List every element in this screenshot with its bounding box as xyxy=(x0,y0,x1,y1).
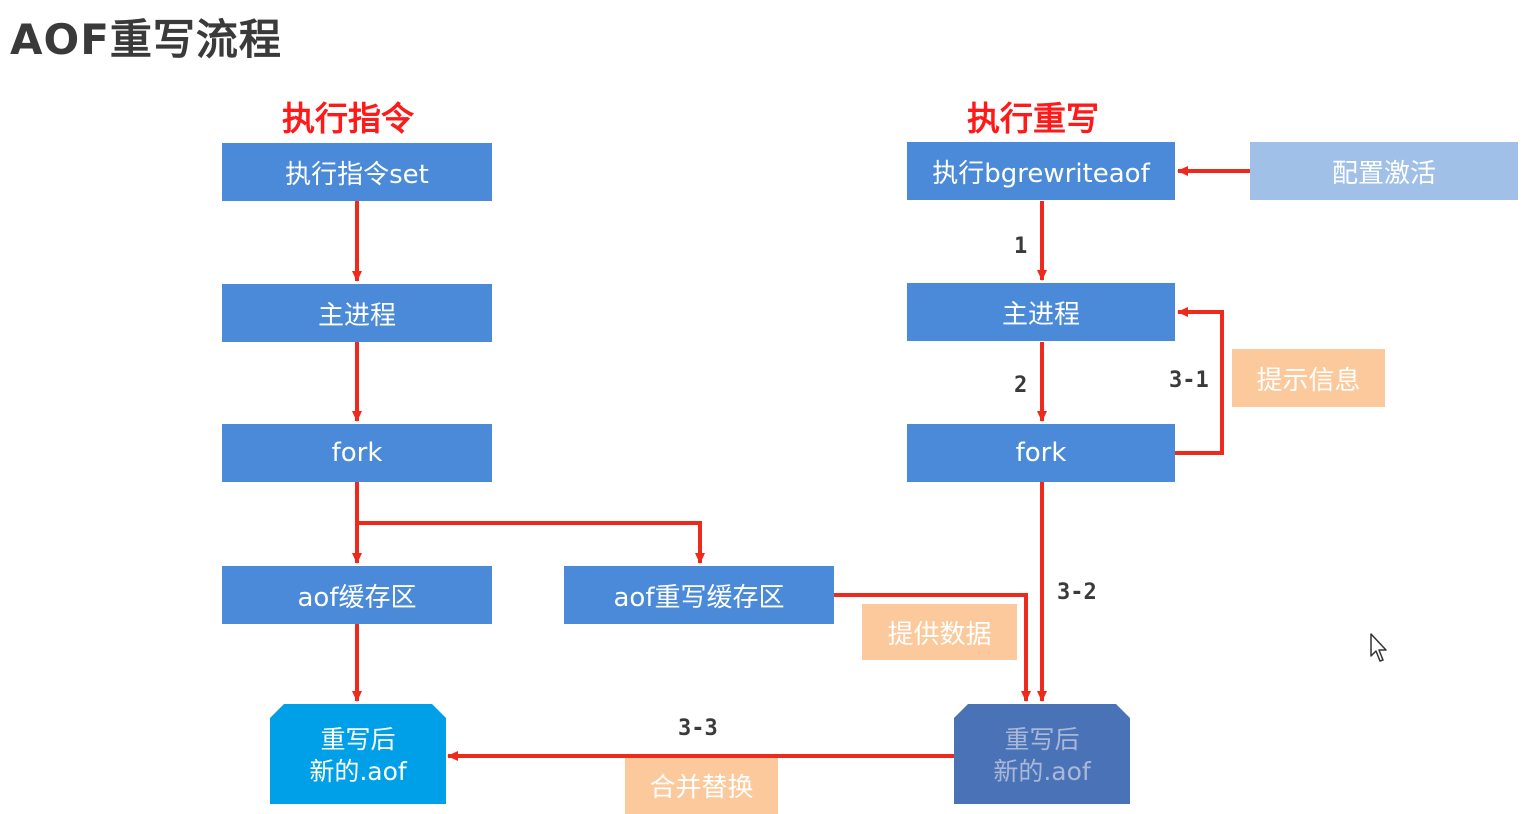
step-label-2: 2 xyxy=(1014,373,1028,398)
step-label-3-2: 3-2 xyxy=(1057,580,1097,605)
prompt-info-note: 提示信息 xyxy=(1232,349,1385,407)
mouse-cursor-icon xyxy=(1370,633,1387,662)
aof-rewrite-buffer-box: aof重写缓存区 xyxy=(564,566,834,624)
config-activate-box: 配置激活 xyxy=(1250,142,1518,200)
left-file-line1: 重写后 xyxy=(320,725,396,754)
right-file-line2: 新的.aof xyxy=(993,757,1091,786)
arrow-rewrite-buffer-to-new-file xyxy=(834,593,1031,702)
left-main-process-box: 主进程 xyxy=(222,284,492,342)
execute-set-box: 执行指令set xyxy=(222,143,492,201)
provide-data-note: 提供数据 xyxy=(862,604,1017,660)
right-fork-box: fork xyxy=(907,424,1175,482)
page-title: AOF重写流程 xyxy=(10,15,282,64)
merge-replace-note: 合并替换 xyxy=(625,757,778,814)
step-label-1: 1 xyxy=(1014,234,1028,259)
left-section-title: 执行指令 xyxy=(282,99,414,138)
execute-bgrewriteaof-box: 执行bgrewriteaof xyxy=(907,142,1175,200)
left-new-aof-file: 重写后 新的.aof xyxy=(270,704,446,804)
aof-buffer-box: aof缓存区 xyxy=(222,566,492,624)
left-file-line2: 新的.aof xyxy=(309,757,407,786)
step-label-3-3: 3-3 xyxy=(678,716,718,741)
right-main-process-box: 主进程 xyxy=(907,283,1175,341)
right-section-title: 执行重写 xyxy=(967,99,1099,138)
right-new-aof-file: 重写后 新的.aof xyxy=(954,704,1130,804)
right-file-line1: 重写后 xyxy=(1004,725,1080,754)
arrow-step-3-1 xyxy=(1175,307,1224,455)
step-label-3-1: 3-1 xyxy=(1169,368,1209,393)
left-fork-box: fork xyxy=(222,424,492,482)
arrow-fork-to-rewrite-buffer xyxy=(357,521,705,564)
